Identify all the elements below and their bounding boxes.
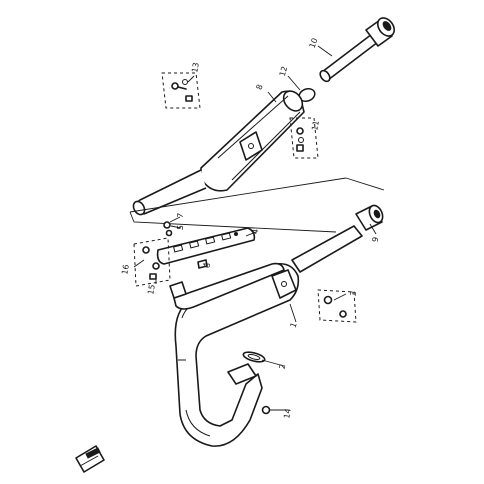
exhaust-pipe (169, 225, 363, 447)
callout-8: 8 (255, 83, 265, 91)
heat-protector (156, 227, 256, 265)
leader-lines (133, 45, 377, 411)
front-direction-badge (75, 445, 105, 473)
muffler (132, 90, 305, 216)
callout-1: 1 (289, 321, 299, 329)
callout-5: 5 (176, 224, 186, 231)
bolt-group-3 (317, 289, 357, 323)
bolt-group-13 (161, 72, 201, 109)
gasket (242, 351, 266, 363)
bolt-group-15-16 (133, 237, 171, 287)
callout-12: 12 (278, 65, 289, 77)
callout-11: 11 (310, 120, 321, 132)
callout-10: 10 (308, 37, 320, 50)
bolt-group-11 (289, 117, 319, 159)
fasteners-5-6-7 (163, 221, 208, 269)
assembly-reference-lines (129, 177, 385, 233)
callout-3: 3 (349, 290, 359, 297)
callout-13: 13 (190, 62, 201, 74)
callout-15: 15 (146, 284, 157, 296)
callout-4: 4 (251, 228, 261, 235)
callout-7: 7 (176, 212, 186, 219)
tail-pipe (319, 17, 396, 83)
nut (261, 405, 271, 415)
callout-9: 9 (371, 236, 381, 243)
callout-16: 16 (120, 264, 131, 276)
callout-2: 2 (278, 363, 288, 370)
exhaust-joint (355, 204, 384, 231)
callout-6: 6 (203, 262, 213, 269)
callout-14: 14 (282, 408, 293, 420)
